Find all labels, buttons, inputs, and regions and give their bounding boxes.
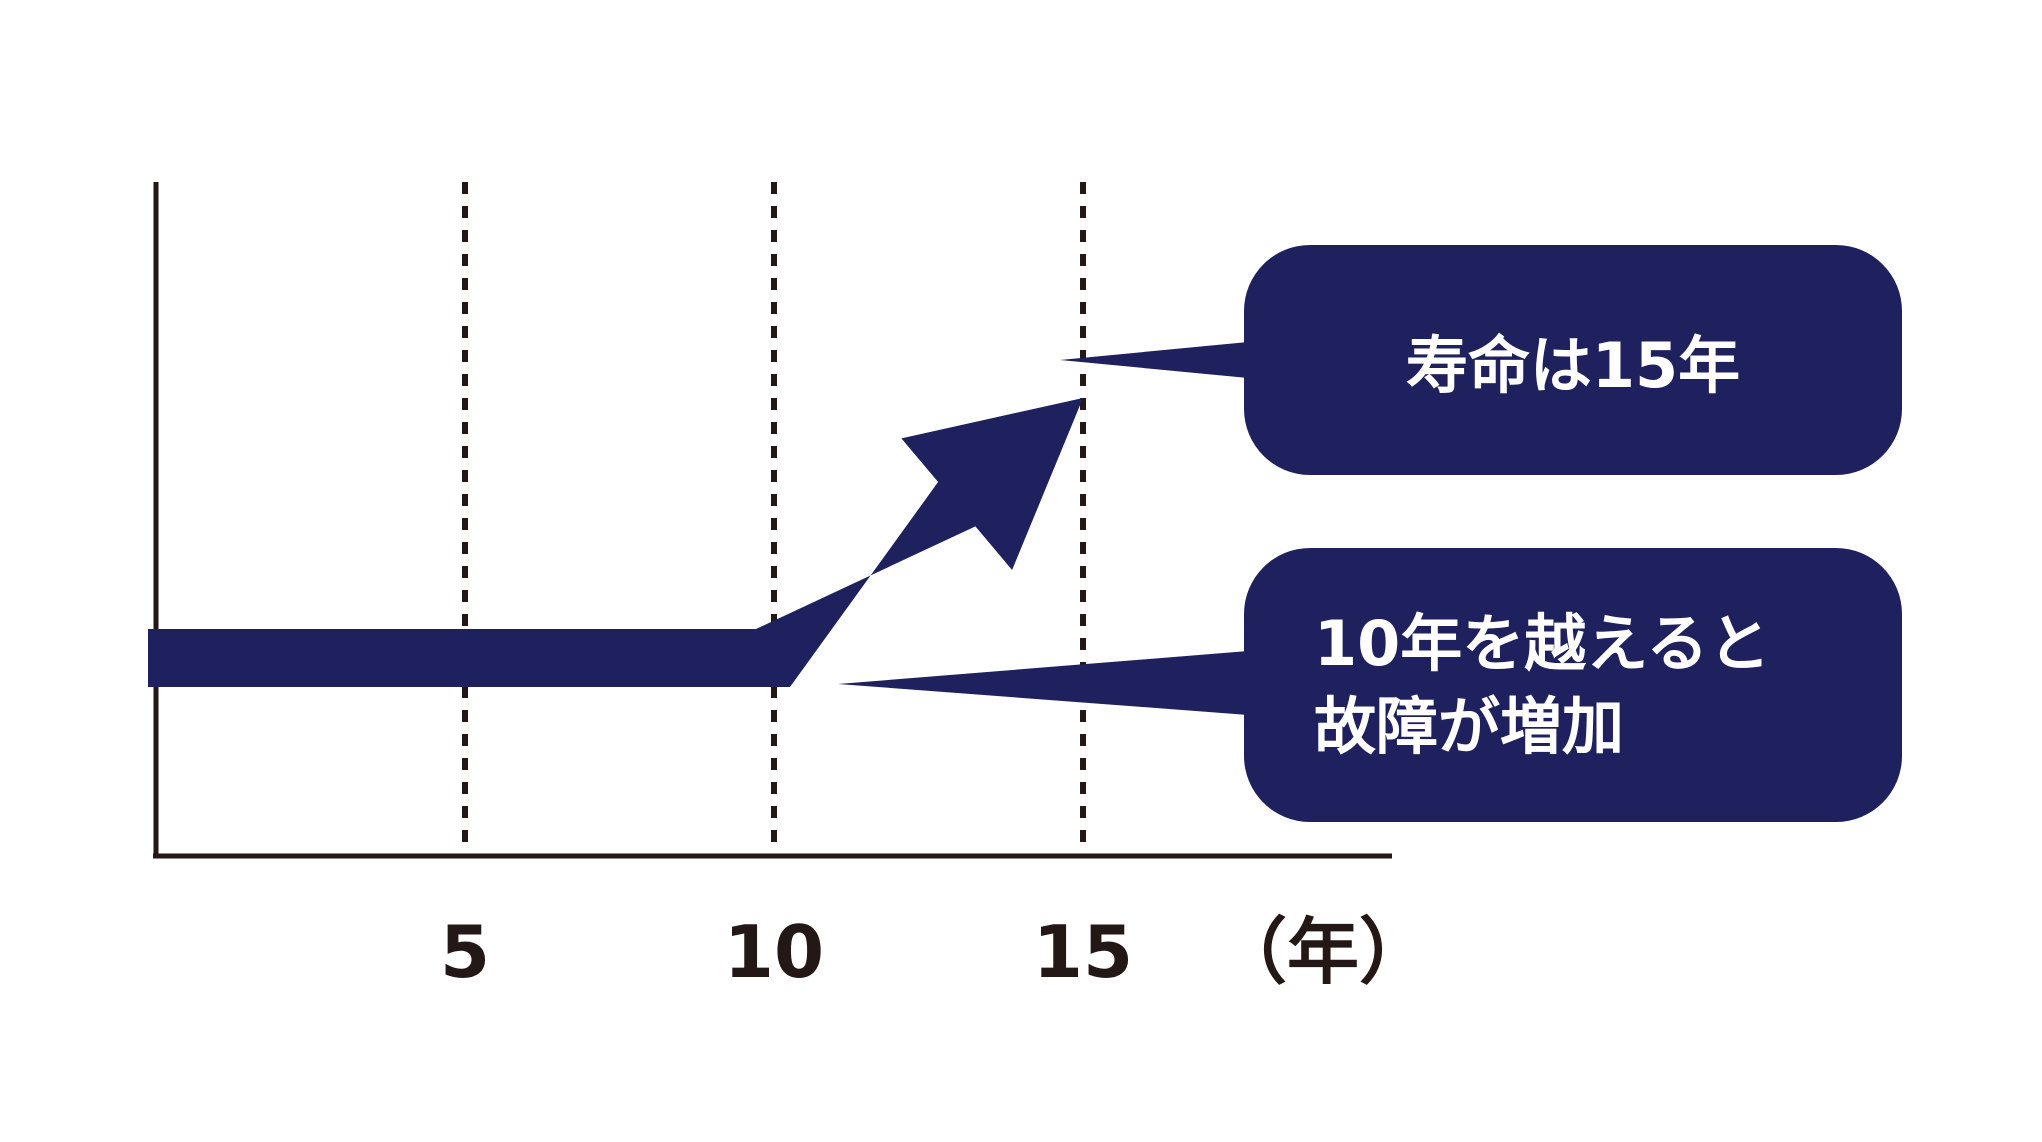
callout-lifespan-pointer bbox=[1060, 342, 1248, 378]
gridlines bbox=[462, 182, 1086, 850]
callout-failure-text-line-1: 10年を越えると bbox=[1314, 607, 1770, 680]
callout-failure-increase: 10年を越えると 故障が増加 bbox=[838, 548, 1902, 822]
callout-failure-text-line-2: 故障が増加 bbox=[1314, 690, 1624, 763]
callout-failure-box bbox=[1244, 548, 1902, 822]
x-axis-unit-label: （年） bbox=[1215, 910, 1431, 994]
callout-lifespan: 寿命は15年 bbox=[1060, 245, 1902, 475]
x-tick-label-10: 10 bbox=[724, 910, 824, 994]
x-tick-label-15: 15 bbox=[1033, 910, 1133, 994]
x-tick-labels: 5 10 15 bbox=[440, 910, 1133, 994]
callout-failure-pointer bbox=[838, 651, 1248, 715]
series-line-arrow bbox=[148, 398, 1083, 687]
callout-lifespan-text: 寿命は15年 bbox=[1406, 329, 1740, 402]
callout-lifespan-box bbox=[1244, 245, 1902, 475]
x-tick-label-5: 5 bbox=[440, 910, 490, 994]
